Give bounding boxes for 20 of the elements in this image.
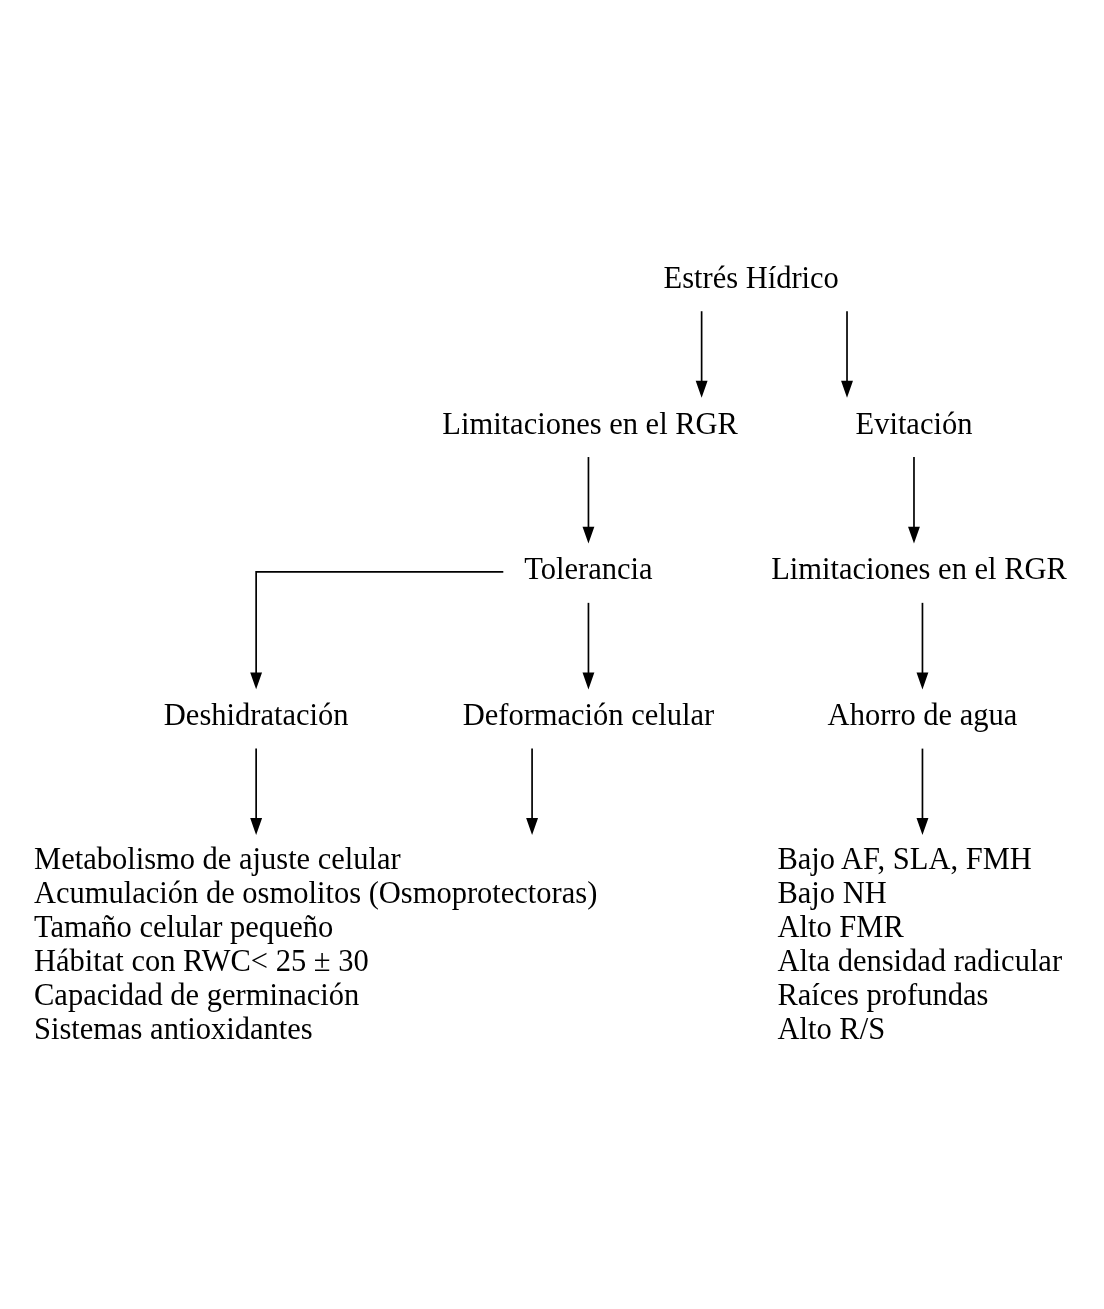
node-text: Tolerancia xyxy=(524,551,653,586)
arrow xyxy=(841,309,853,398)
arrow xyxy=(695,309,708,398)
arrow xyxy=(916,747,929,835)
arrow xyxy=(582,455,595,544)
arrow xyxy=(250,570,505,689)
node-text: Limitaciones en el RGR xyxy=(771,551,1067,586)
arrow xyxy=(908,455,920,544)
arrow xyxy=(582,601,595,689)
arrow xyxy=(526,747,539,835)
node-text: Bajo AF, SLA, FMH Bajo NH Alto FMR Alta densidad radicular Raíces profundas Alto R/S xyxy=(777,841,1063,1046)
arrow xyxy=(250,747,263,835)
arrow xyxy=(916,601,929,689)
node-text: Metabolismo de ajuste celular Acumulación de osmolitos (Osmoprotectoras) Tamaño celular pequeño Hábitat con RWC< 25 ± 30 Capacidad de germinación Sistemas antioxidantes xyxy=(34,841,598,1046)
node-text: Deformación celular xyxy=(462,697,715,732)
node-text: Estrés Hídrico xyxy=(663,260,839,295)
node-text: Evitación xyxy=(855,406,973,441)
node-text: Limitaciones en el RGR xyxy=(442,406,738,441)
node-text: Deshidratación xyxy=(163,697,349,732)
node-text: Ahorro de agua xyxy=(827,697,1018,732)
